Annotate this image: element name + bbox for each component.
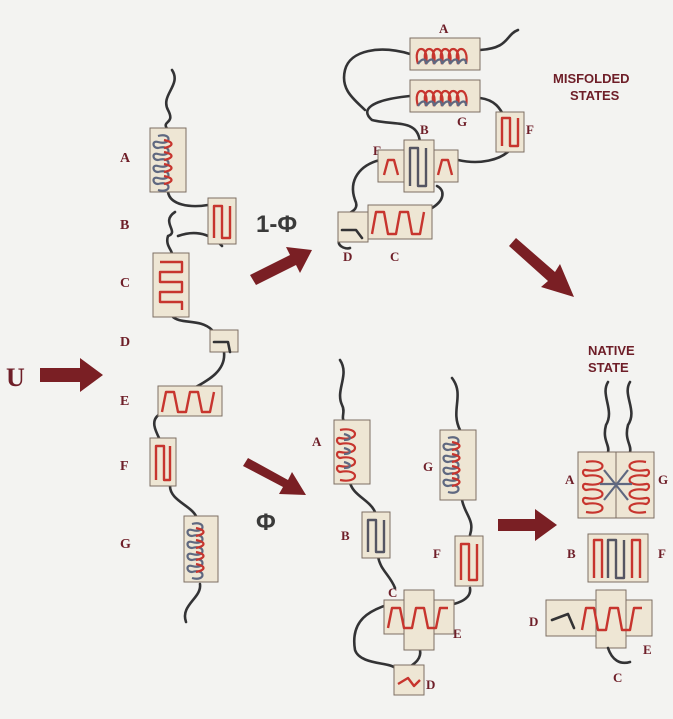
native-label-a: A (565, 472, 575, 487)
intermediate-label-b: B (341, 528, 350, 543)
misfolded-box-a (410, 38, 480, 70)
pathway-upper-label: 1-Φ (256, 211, 297, 238)
intermediate-state (334, 360, 483, 695)
misfolded-state (338, 30, 524, 248)
misfolded-title-line1: MISFOLDED (553, 71, 630, 86)
arrow-misfolded-to-native (509, 238, 574, 297)
misfolded-box-g (410, 80, 480, 112)
intermediate-box-c (404, 590, 434, 650)
misfolded-label-g: G (457, 114, 467, 129)
native-label-f: F (658, 546, 666, 561)
unfolded-label: U (6, 363, 25, 392)
pathway-lower-label: Φ (256, 509, 276, 536)
native-state (546, 382, 654, 663)
segment-label-g: G (120, 537, 131, 552)
segment-label-a: A (120, 151, 131, 166)
misfolded-box-d (338, 212, 368, 242)
segment-label-f: F (120, 459, 129, 474)
arrow-upper-pathway (250, 247, 312, 285)
native-label-g: G (658, 472, 668, 487)
native-label-e: E (643, 642, 652, 657)
native-title-line2: STATE (588, 360, 629, 375)
segment-label-d: D (120, 335, 130, 350)
misfolded-label-f: F (526, 122, 534, 137)
segment-label-e: E (120, 394, 129, 409)
intermediate-label-f: F (433, 546, 441, 561)
native-label-d: D (529, 614, 538, 629)
segment-label-c: C (120, 276, 130, 291)
unfolded-chain (150, 70, 238, 622)
misfolded-label-a: A (439, 21, 449, 36)
misfolded-label-b: B (420, 122, 429, 137)
arrow-intermediate-to-native (498, 509, 557, 541)
native-box-c (596, 590, 626, 648)
intermediate-label-g: G (423, 459, 433, 474)
native-label-c: C (613, 670, 622, 685)
segment-label-b: B (120, 218, 129, 233)
arrow-lower-pathway (243, 458, 306, 495)
native-label-b: B (567, 546, 576, 561)
intermediate-label-d: D (426, 677, 435, 692)
native-title-line1: NATIVE (588, 343, 635, 358)
misfolded-title-line2: STATES (570, 88, 620, 103)
intermediate-label-a: A (312, 434, 322, 449)
arrow-u-to-chain (40, 358, 103, 392)
misfolded-label-c: C (390, 249, 399, 264)
misfolded-label-d: D (343, 249, 352, 264)
